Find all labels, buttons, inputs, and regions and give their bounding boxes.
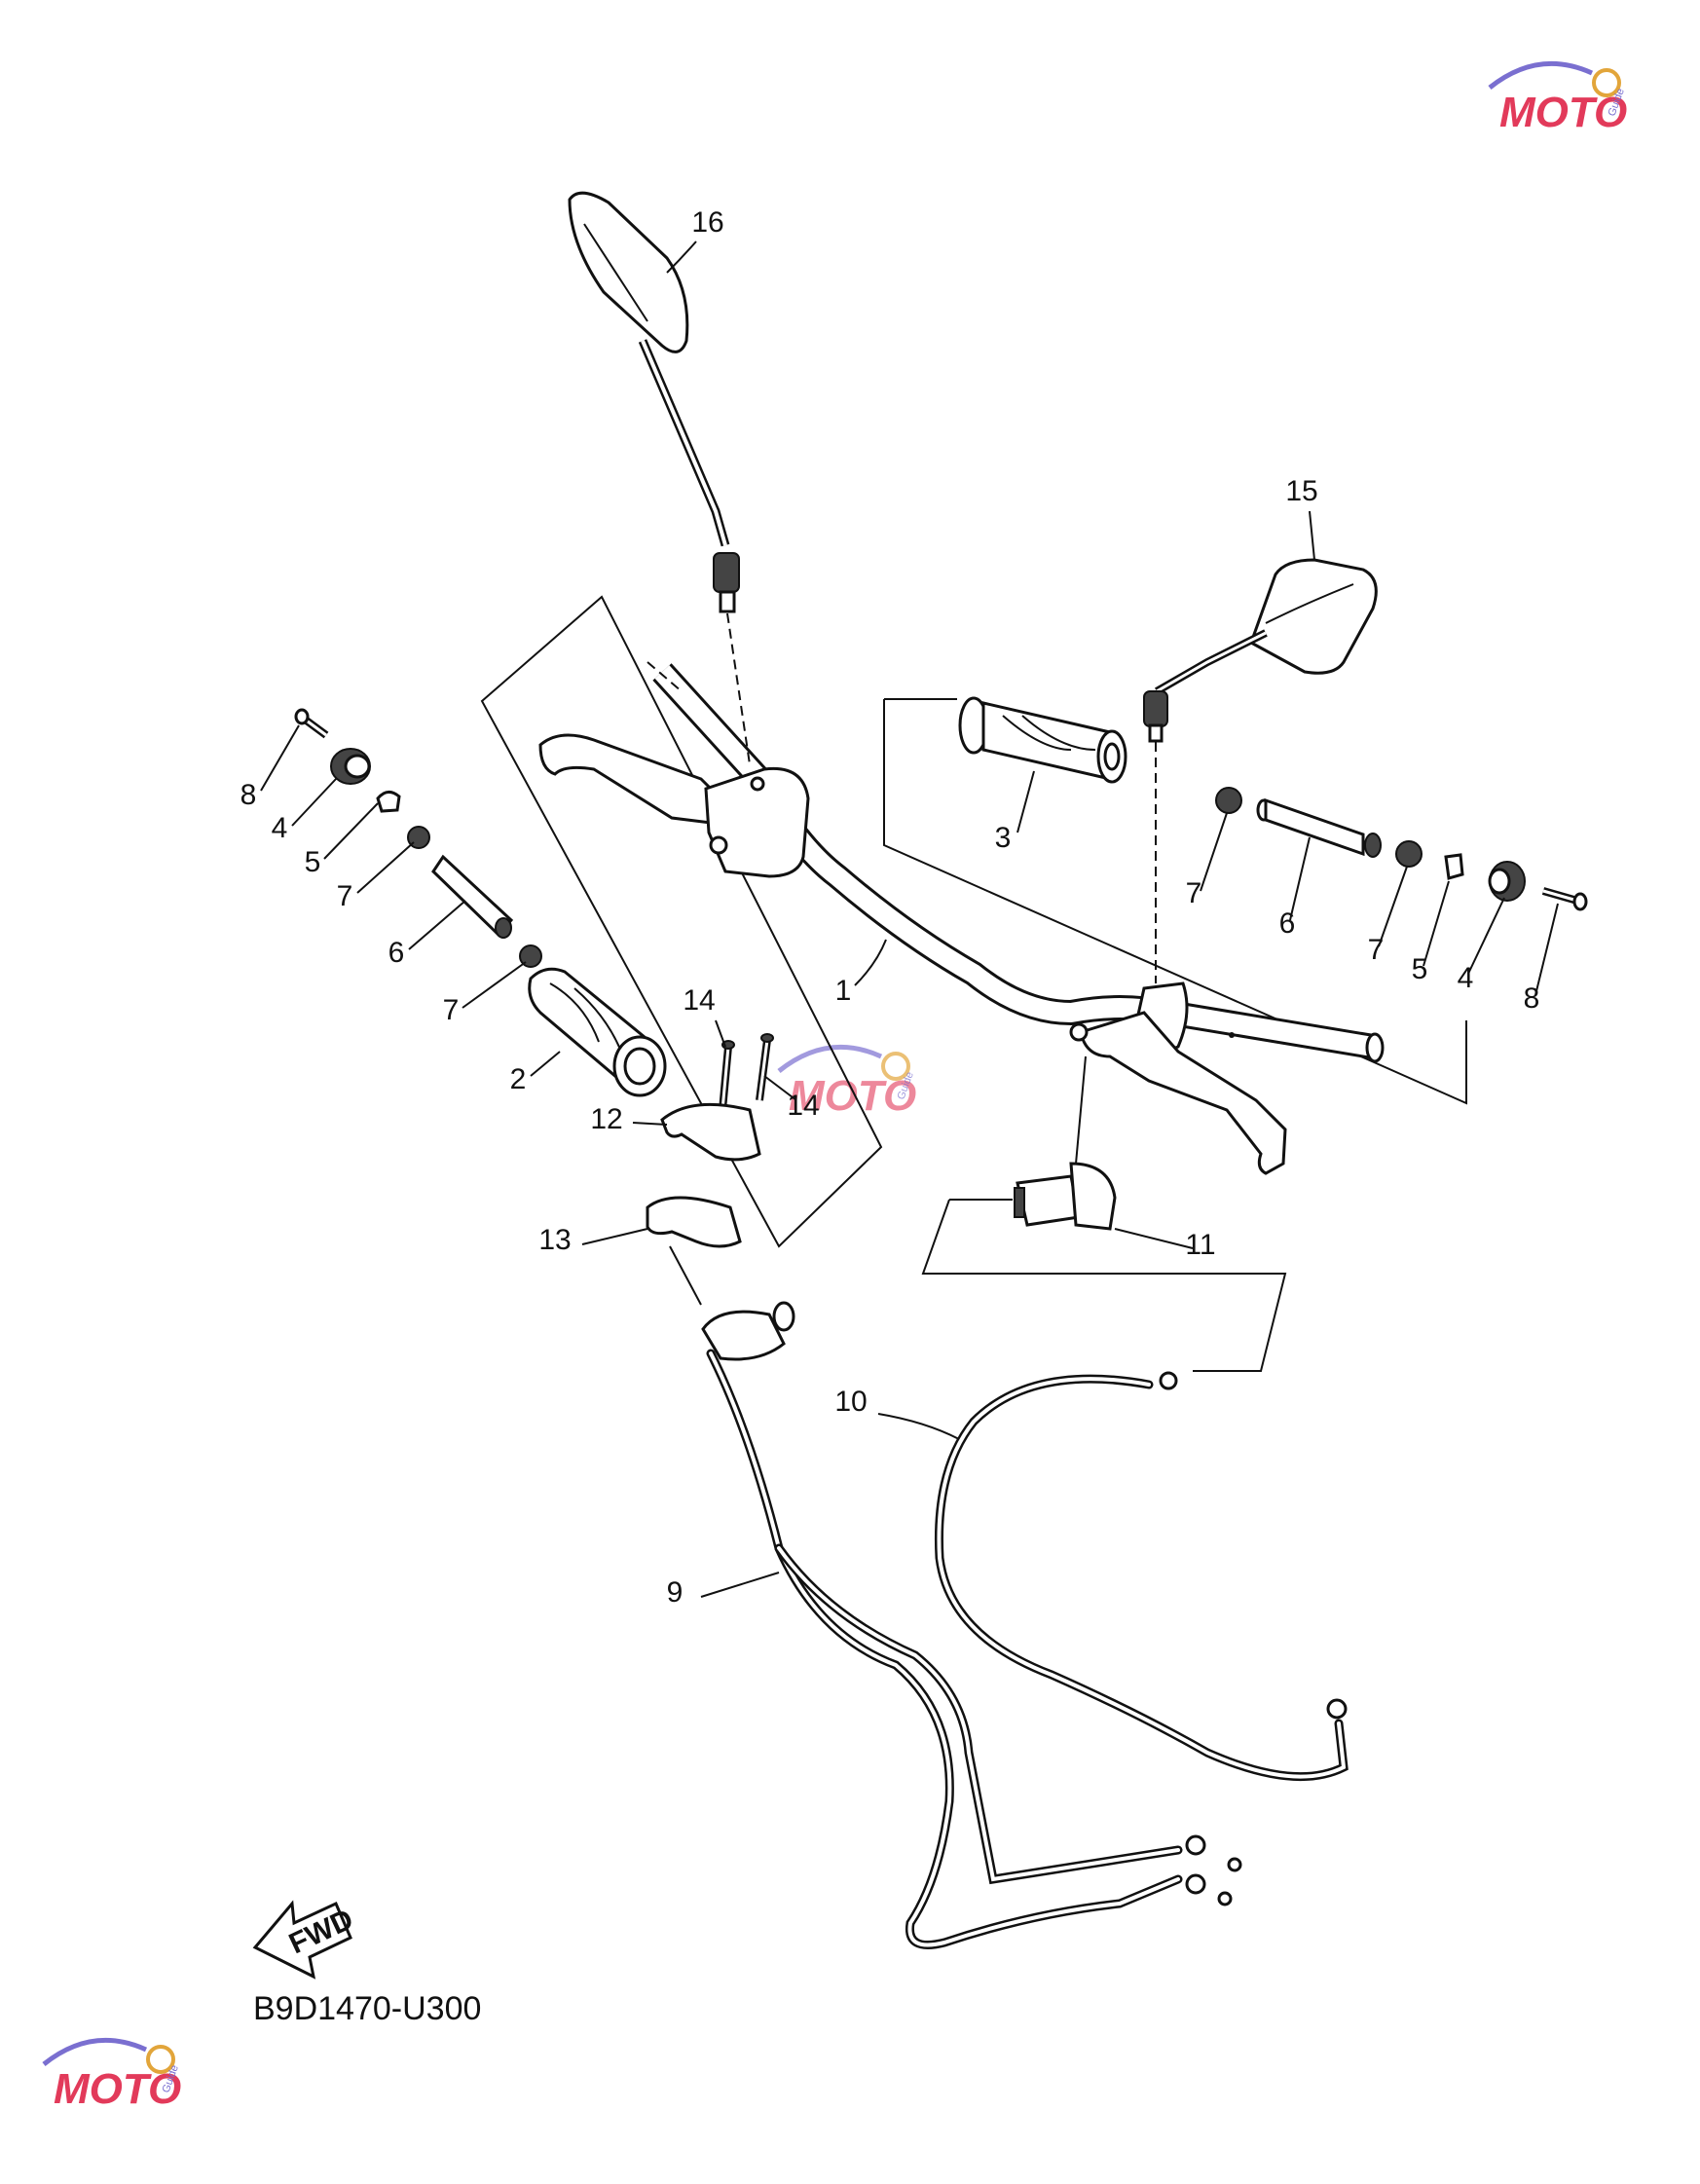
mirror-left-part xyxy=(568,191,740,613)
callout-16: 16 xyxy=(691,206,723,239)
callout-1: 1 xyxy=(835,975,852,1007)
callout-13: 13 xyxy=(538,1224,571,1256)
right-small-parts xyxy=(1215,787,1588,911)
fwd-arrow-icon: FWD xyxy=(252,1900,358,1980)
callout-6: 6 xyxy=(1279,907,1296,940)
callout-11: 11 xyxy=(1185,1229,1215,1261)
cable-9-part xyxy=(701,1301,1242,1949)
callout-6: 6 xyxy=(388,937,405,969)
grip-left-part xyxy=(528,967,667,1097)
callout-8: 8 xyxy=(240,779,257,811)
callout-5: 5 xyxy=(305,846,321,878)
watermark-logo-bottom-left: MOTO Guide xyxy=(42,2037,181,2113)
callout-5: 5 xyxy=(1412,953,1428,985)
bolts-part xyxy=(719,1033,774,1111)
grip-right-part xyxy=(958,696,1127,784)
assembly-line-left-tube xyxy=(647,661,683,692)
assembly-line-mirror-left xyxy=(726,612,751,765)
callout-3: 3 xyxy=(995,822,1012,854)
callout-10: 10 xyxy=(834,1386,867,1418)
right-grip-group-box xyxy=(883,699,1467,1105)
switch-part xyxy=(1014,1162,1117,1231)
watermark-logo-top-right: MOTO Guide xyxy=(1488,60,1627,136)
left-lever-part xyxy=(538,733,810,878)
handlebar-part xyxy=(652,663,1385,1063)
callout-9: 9 xyxy=(667,1576,684,1609)
watermark-text: MOTO xyxy=(789,1072,916,1120)
right-lever-part xyxy=(1069,981,1287,1175)
callout-7: 7 xyxy=(337,880,353,912)
left-small-parts xyxy=(294,708,542,968)
leader-lines xyxy=(260,241,1559,1598)
callout-7: 7 xyxy=(443,994,460,1026)
callout-2: 2 xyxy=(510,1063,527,1095)
watermark-text: MOTO xyxy=(54,2065,181,2113)
diagram-code: B9D1470-U300 xyxy=(253,1990,481,2027)
callout-8: 8 xyxy=(1524,982,1540,1015)
watermark-logo-center: MOTO Guide xyxy=(777,1044,916,1120)
callout-4: 4 xyxy=(272,812,288,844)
callout-4: 4 xyxy=(1458,962,1474,994)
callout-14: 14 xyxy=(683,984,715,1017)
watermark-text: MOTO xyxy=(1499,89,1627,136)
throttle-housing-part xyxy=(646,1102,761,1248)
switch-group-box xyxy=(921,1199,1287,1372)
callout-7: 7 xyxy=(1368,934,1385,966)
callout-7: 7 xyxy=(1186,877,1202,909)
callout-14: 14 xyxy=(787,1090,819,1122)
callout-15: 15 xyxy=(1285,475,1317,507)
left-lever-group-box xyxy=(480,595,883,1248)
cable-10-part xyxy=(934,1371,1349,1782)
mirror-right-part xyxy=(1143,558,1378,743)
callout-12: 12 xyxy=(590,1103,622,1135)
